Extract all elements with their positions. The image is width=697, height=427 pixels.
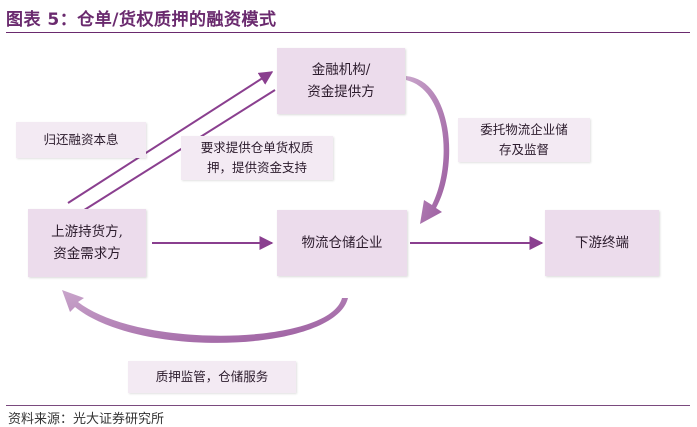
curve-logistics-to-upstream bbox=[62, 290, 348, 343]
title-divider bbox=[6, 32, 690, 33]
label-entrust-text: 委托物流企业储 存及监督 bbox=[480, 122, 568, 157]
node-logistics-warehouse: 物流仓储企业 bbox=[277, 210, 407, 276]
arrow-upstream-to-financial bbox=[67, 71, 274, 204]
node-logistics-label: 物流仓储企业 bbox=[301, 235, 383, 251]
source-note: 资料来源：光大证券研究所 bbox=[8, 412, 165, 427]
figure-title: 图表 5：仓单/货权质押的融资模式 bbox=[6, 10, 277, 30]
source-divider bbox=[6, 405, 690, 406]
node-upstream-holder: 上游持货方, 资金需求方 bbox=[28, 209, 146, 277]
arrow-financial-to-upstream bbox=[60, 89, 276, 225]
label-service: 质押监管，仓储服务 bbox=[128, 361, 296, 393]
curve-financial-to-logistics bbox=[406, 76, 450, 224]
node-financial-institution: 金融机构/ 资金提供方 bbox=[277, 48, 405, 114]
label-pledge-request: 要求提供仓单货权质 押，提供资金支持 bbox=[181, 136, 333, 180]
label-service-text: 质押监管，仓储服务 bbox=[155, 369, 269, 384]
label-entrust: 委托物流企业储 存及监督 bbox=[458, 118, 590, 162]
label-repay-text: 归还融资本息 bbox=[43, 132, 119, 147]
label-pledge-request-text: 要求提供仓单货权质 押，提供资金支持 bbox=[200, 140, 314, 175]
node-financial-label: 金融机构/ 资金提供方 bbox=[307, 62, 375, 100]
node-upstream-label: 上游持货方, 资金需求方 bbox=[51, 224, 123, 262]
node-downstream-terminal: 下游终端 bbox=[545, 210, 659, 276]
label-repay: 归还融资本息 bbox=[16, 122, 146, 158]
node-downstream-label: 下游终端 bbox=[575, 235, 629, 251]
